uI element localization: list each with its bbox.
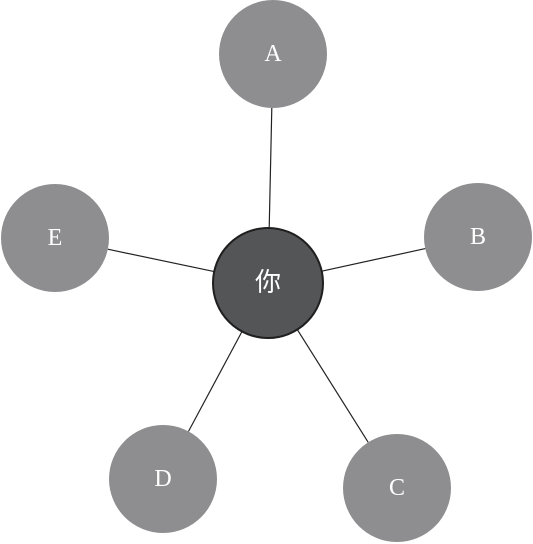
node-b: B xyxy=(424,183,532,291)
node-e-label: E xyxy=(48,225,63,251)
node-c-label: C xyxy=(389,475,405,501)
edge-you-d xyxy=(187,331,243,432)
node-c-circle xyxy=(343,434,451,542)
node-e-circle xyxy=(1,184,109,292)
node-a-label: A xyxy=(264,41,282,67)
center-node-circle xyxy=(212,227,324,339)
edges xyxy=(107,107,426,443)
node-a: A xyxy=(219,0,327,108)
node-d: D xyxy=(109,425,217,533)
node-a-circle xyxy=(219,0,327,108)
center-node-label: 你 xyxy=(255,268,281,298)
node-b-label: B xyxy=(470,224,486,250)
edge-you-b xyxy=(321,248,426,272)
center-node: 你 xyxy=(212,227,324,339)
node-d-label: D xyxy=(154,466,171,492)
node-d-circle xyxy=(109,425,217,533)
node-e: E xyxy=(1,184,109,292)
node-c: C xyxy=(343,434,451,542)
edge-you-a xyxy=(268,107,273,229)
edge-you-c xyxy=(296,329,369,443)
edge-you-e xyxy=(107,248,215,273)
node-b-circle xyxy=(424,183,532,291)
